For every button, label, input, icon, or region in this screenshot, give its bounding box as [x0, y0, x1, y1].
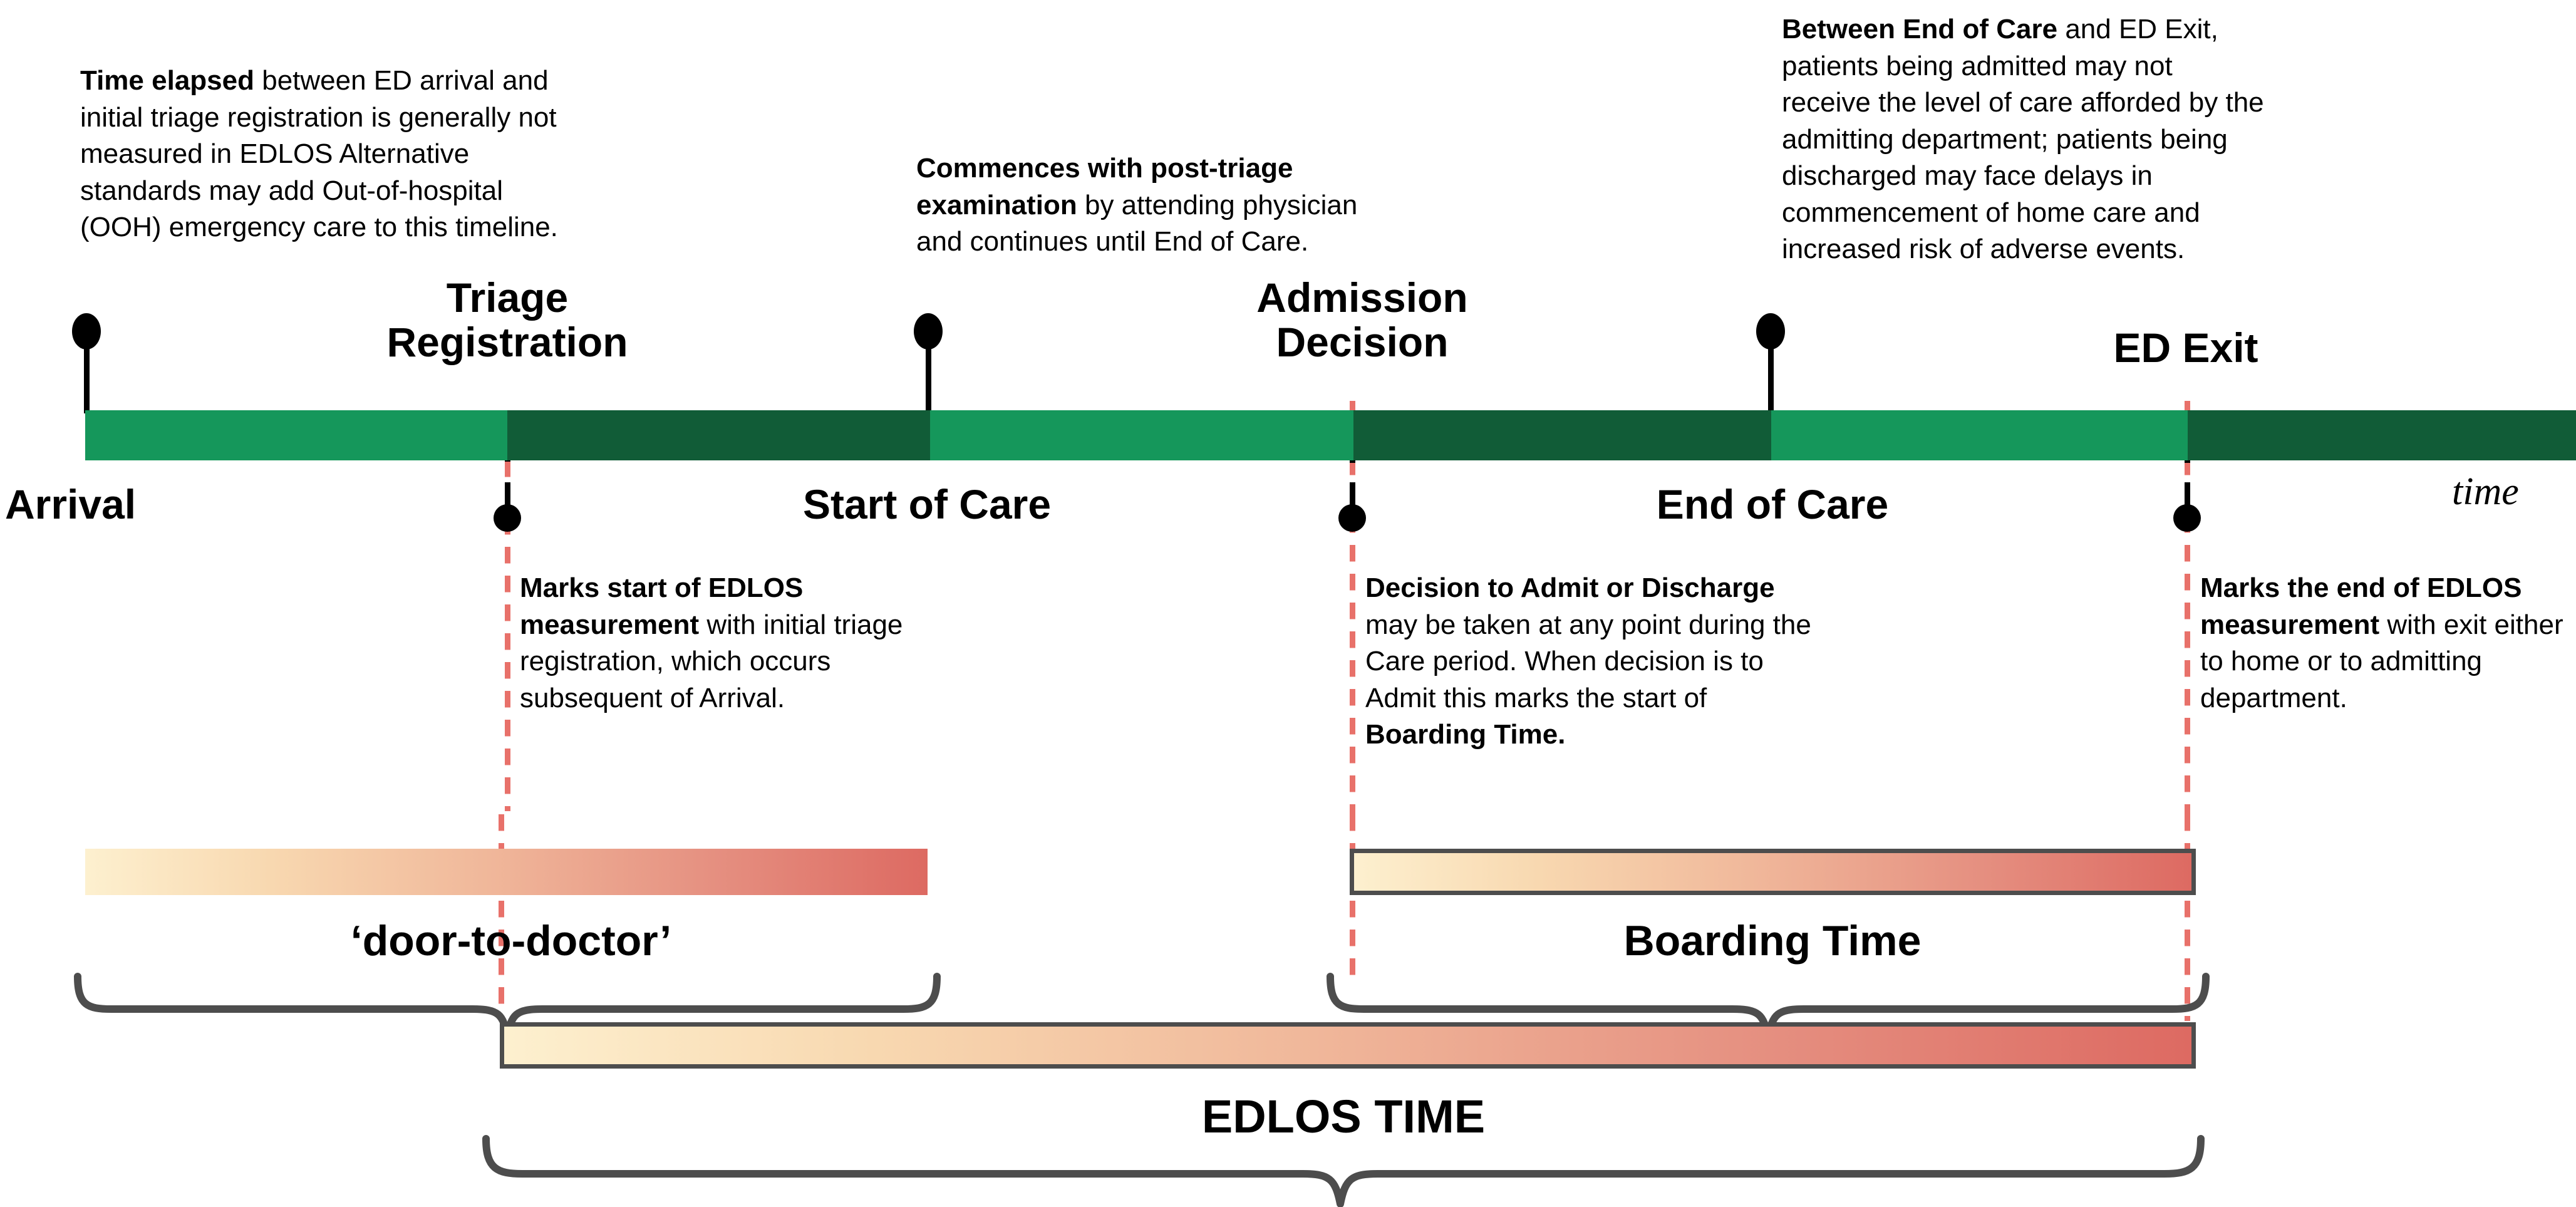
admission-annotation-bold-tail: Boarding Time. — [1365, 719, 1566, 750]
milestone-label-admission-decision: Admission Decision — [1221, 274, 1503, 366]
brace-edlos-time — [482, 1135, 2205, 1207]
milestone-label-arrival: Arrival — [5, 481, 137, 527]
marker-dot-triage — [494, 504, 521, 532]
milestone-label-triage-line2: Registration — [386, 319, 628, 366]
guide-line-ed-exit — [2185, 401, 2190, 814]
marker-dot-ed-exit — [2173, 504, 2201, 532]
marker-stem-arrival — [84, 338, 90, 413]
start-of-care-annotation-bold: Commences with post-triage examination — [916, 153, 1293, 220]
duration-label-edlos-time: EDLOS TIME — [1201, 1090, 1486, 1142]
duration-bar-door-to-doctor — [85, 849, 928, 895]
admission-annotation-bold: Decision to Admit or Discharge — [1365, 572, 1775, 603]
marker-dot-admission — [1338, 504, 1366, 532]
timeline-segment-after-ed-exit — [2188, 410, 2576, 460]
time-axis-label: time — [2452, 470, 2519, 513]
marker-dot-arrival — [72, 313, 101, 350]
marker-stem-ed-exit-below — [2185, 482, 2190, 524]
triage-annotation: Marks start of EDLOS measurement with in… — [520, 570, 908, 717]
guide-line-admission-lower — [1350, 814, 1355, 977]
ed-exit-annotation-bold: Marks the end of EDLOS measurement — [2200, 572, 2522, 640]
end-of-care-annotation-bold: Between End of Care — [1782, 14, 2058, 44]
admission-annotation-text: may be taken at any point during the Car… — [1365, 609, 1811, 713]
guide-line-ed-exit-lower — [2185, 814, 2190, 1021]
milestone-label-triage-registration: Triage Registration — [351, 274, 664, 366]
arrival-annotation: Time elapsed between ED arrival and init… — [80, 63, 581, 246]
milestone-label-triage-line1: Triage — [446, 274, 569, 321]
marker-dot-start-of-care — [914, 313, 943, 350]
timeline-segment-arrival-to-triage — [85, 410, 507, 460]
start-of-care-annotation: Commences with post-triage examination b… — [916, 150, 1405, 261]
end-of-care-annotation-text: and ED Exit, patients being admitted may… — [1782, 14, 2264, 265]
admission-annotation: Decision to Admit or Discharge may be ta… — [1365, 570, 1816, 754]
guide-line-admission — [1350, 401, 1355, 814]
arrival-annotation-text: between ED arrival and initial triage re… — [80, 65, 558, 243]
duration-bar-edlos-time — [500, 1022, 2196, 1069]
timeline-segment-triage-to-start-of-care — [507, 410, 930, 460]
ed-exit-annotation-text: with exit either to home or to admitting… — [2200, 609, 2563, 713]
triage-annotation-bold: Marks start of EDLOS measurement — [520, 572, 804, 640]
timeline-segment-admission-to-end-of-care — [1353, 410, 1771, 460]
milestone-label-admission-line2: Decision — [1276, 319, 1449, 366]
marker-stem-start-of-care — [926, 338, 931, 413]
guide-line-triage — [505, 460, 510, 811]
milestone-label-admission-line1: Admission — [1256, 274, 1468, 321]
duration-label-boarding-time: Boarding Time — [1623, 917, 1922, 965]
marker-stem-triage-below — [505, 482, 510, 524]
milestone-label-start-of-care: Start of Care — [802, 481, 1052, 527]
end-of-care-annotation: Between End of Care and ED Exit, patient… — [1782, 11, 2264, 268]
arrival-annotation-bold: Time elapsed — [80, 65, 254, 96]
timeline-bar — [85, 410, 2576, 460]
timeline-segment-end-of-care-to-ed-exit — [1771, 410, 2188, 460]
milestone-label-end-of-care: End of Care — [1656, 481, 1889, 527]
marker-stem-admission-below — [1350, 482, 1355, 524]
duration-bar-boarding-time — [1350, 849, 2196, 895]
marker-dot-end-of-care — [1756, 313, 1785, 350]
start-of-care-annotation-text: by attending physician and continues unt… — [916, 189, 1358, 257]
duration-label-door-to-doctor: ‘door-to-doctor’ — [350, 917, 672, 965]
milestone-label-ed-exit: ED Exit — [2113, 324, 2258, 371]
timeline-segment-start-of-care-to-admission — [930, 410, 1353, 460]
ed-exit-annotation: Marks the end of EDLOS measurement with … — [2200, 570, 2570, 717]
guide-line-triage-lower — [499, 814, 504, 1021]
triage-annotation-text: with initial triage registration, which … — [520, 609, 903, 713]
marker-stem-end-of-care — [1768, 338, 1774, 413]
